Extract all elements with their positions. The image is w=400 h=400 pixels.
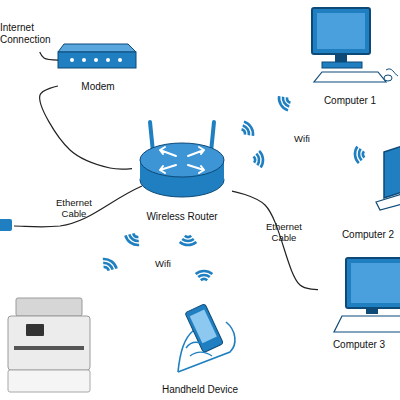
laptop-base: [376, 194, 400, 210]
monitor-stand: [366, 308, 378, 314]
cable-label: Ethernet Cable: [258, 222, 310, 244]
link-label: Wifi: [143, 259, 183, 270]
network-cable: [40, 52, 58, 60]
link-label: Ethernet Cable: [48, 198, 100, 220]
printer-slot: [14, 346, 84, 350]
printer-body: [8, 316, 90, 370]
device-label: Computer 2: [342, 229, 394, 241]
printer-illustration: [8, 298, 90, 392]
keyboard: [314, 72, 386, 82]
wifi-waves: [124, 230, 143, 247]
device-label: Internet Connection: [0, 22, 58, 45]
modem-light: [94, 58, 98, 62]
modem-light: [70, 58, 74, 62]
ethernet-cable: [14, 186, 142, 227]
network-device: Computer 3: [318, 250, 400, 350]
wifi-waves: [196, 271, 213, 280]
monitor: [346, 258, 400, 308]
device-label: Handheld Device: [162, 384, 238, 396]
router-top: [140, 143, 224, 177]
screen: [317, 13, 365, 49]
handheld-icon: [178, 304, 235, 372]
wifi-waves: [99, 257, 118, 274]
printer-scanner: [16, 298, 82, 316]
computer-icon: [334, 258, 400, 332]
wifi-waves: [180, 236, 197, 245]
modem-light: [118, 58, 122, 62]
wifi-waves: [277, 93, 294, 112]
network-cable: [40, 86, 132, 169]
router-icon: [140, 122, 224, 197]
network-cable: [232, 191, 318, 289]
mouse: [384, 75, 392, 81]
device-screen: [190, 309, 217, 343]
laptop-icon: [376, 146, 400, 210]
wifi-waves: [354, 146, 365, 163]
network-device: Computer 1: [300, 2, 400, 106]
device-label: Wireless Router: [146, 211, 217, 223]
network-device: Modem: [58, 40, 138, 92]
device-label: Modem: [81, 81, 114, 93]
computer-icon: [312, 8, 398, 82]
printer-panel: [26, 324, 44, 336]
modem-icon: [58, 44, 136, 68]
laptop-screen: [384, 146, 400, 198]
modem-top: [58, 44, 136, 52]
network-device: Internet Connection: [0, 22, 58, 52]
device-label: Computer 1: [324, 95, 376, 107]
fingers: [186, 343, 212, 357]
printer-tray: [8, 370, 90, 392]
modem-light: [82, 58, 86, 62]
screen: [351, 263, 400, 303]
modem-front: [58, 52, 136, 68]
monitor-stand: [335, 54, 347, 62]
monitor-base: [322, 62, 362, 68]
wifi-waves: [253, 151, 264, 168]
device-label: Computer 3: [333, 339, 385, 351]
network-device: Handheld Device: [140, 295, 260, 395]
network-device: Wireless Router: [132, 118, 232, 222]
link-label: Wifi: [282, 134, 322, 145]
monitor: [312, 8, 370, 54]
keyboard: [334, 316, 400, 332]
router-arrows: [160, 147, 204, 173]
cut-off-device: [0, 219, 12, 231]
wifi-waves: [239, 120, 256, 139]
modem-light: [106, 58, 110, 62]
network-device: Computer 2: [336, 145, 400, 240]
